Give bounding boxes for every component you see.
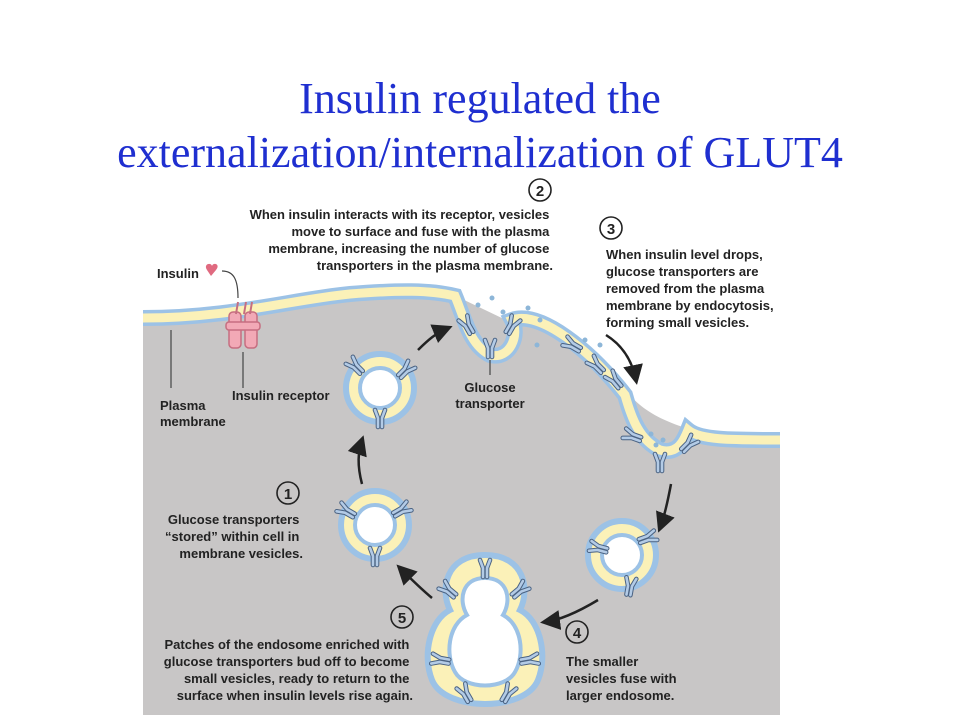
step-4-line: The smaller	[566, 654, 638, 669]
step-3-line: glucose transporters are	[606, 264, 758, 279]
step-1-line: Glucose transporters	[168, 512, 300, 527]
insulin-icon	[205, 263, 218, 276]
step-4: 4 The smaller vesicles fuse with larger …	[565, 620, 680, 703]
step-5-line: surface when insulin levels rise again.	[177, 688, 413, 703]
page-title: Insulin regulated the externalization/in…	[0, 72, 960, 180]
glucose-molecules	[475, 295, 666, 448]
vesicle-stored	[338, 488, 412, 562]
step-5-line: Patches of the endosome enriched with	[164, 637, 409, 652]
title-line-2: externalization/internalization of GLUT4	[117, 128, 843, 177]
step-1: 1 Glucose transporters “stored” within c…	[165, 481, 303, 561]
step-4-line: vesicles fuse with	[566, 671, 677, 686]
glucose-transporter-label-2: transporter	[455, 396, 524, 411]
insulin-receptor-label: Insulin receptor	[232, 388, 330, 403]
step-2-number: 2	[536, 183, 544, 200]
vesicle-small-right	[585, 518, 659, 592]
insulin-label: Insulin	[157, 266, 199, 281]
svg-text:When insulin level drops,: When insulin level drops, glucose transp…	[606, 247, 777, 330]
step-1-number: 1	[284, 486, 292, 503]
step-3-line: membrane by endocytosis,	[606, 298, 774, 313]
step-2-line: move to surface and fuse with the plasma	[291, 224, 550, 239]
step-3-number: 3	[607, 221, 615, 238]
plasma-membrane-label-1: Plasma	[160, 398, 206, 413]
step-5-line: glucose transporters bud off to become	[164, 654, 410, 669]
step-1-line: membrane vesicles.	[179, 546, 303, 561]
svg-text:Patches of the endosome enrich: Patches of the endosome enriched with gl…	[164, 637, 413, 703]
step-4-line: larger endosome.	[566, 688, 674, 703]
step-2-line: transporters in the plasma membrane.	[317, 258, 553, 273]
step-3-line: When insulin level drops,	[606, 247, 763, 262]
svg-text:Glucose transporters “st: Glucose transporters “stored” within cel…	[165, 512, 303, 561]
step-2-line: When insulin interacts with its receptor…	[250, 207, 550, 222]
title-line-1: Insulin regulated the	[299, 74, 661, 123]
svg-text:The smaller vesicles fus: The smaller vesicles fuse with larger en…	[566, 654, 680, 703]
step-4-number: 4	[573, 625, 582, 642]
step-5-number: 5	[398, 610, 406, 627]
step-5: 5 Patches of the endosome enriched with …	[164, 605, 414, 703]
plasma-membrane-label-2: membrane	[160, 414, 226, 429]
step-2-line: membrane, increasing the number of gluco…	[268, 241, 549, 256]
glucose-transporter-label-1: Glucose	[464, 380, 515, 395]
step-1-line: “stored” within cell in	[165, 529, 299, 544]
step-5-line: small vesicles, ready to return to the	[184, 671, 409, 686]
cycle-arrows	[347, 324, 675, 630]
step-3-line: forming small vesicles.	[606, 315, 749, 330]
step-2: 2 When insulin interacts with its recept…	[250, 178, 553, 273]
step-3: 3 When insulin level drops, glucose tran…	[599, 216, 777, 330]
insulin-receptor-icon	[225, 301, 261, 349]
svg-text:When insulin interacts with it: When insulin interacts with its receptor…	[250, 207, 553, 273]
step-3-line: removed from the plasma	[606, 281, 765, 296]
